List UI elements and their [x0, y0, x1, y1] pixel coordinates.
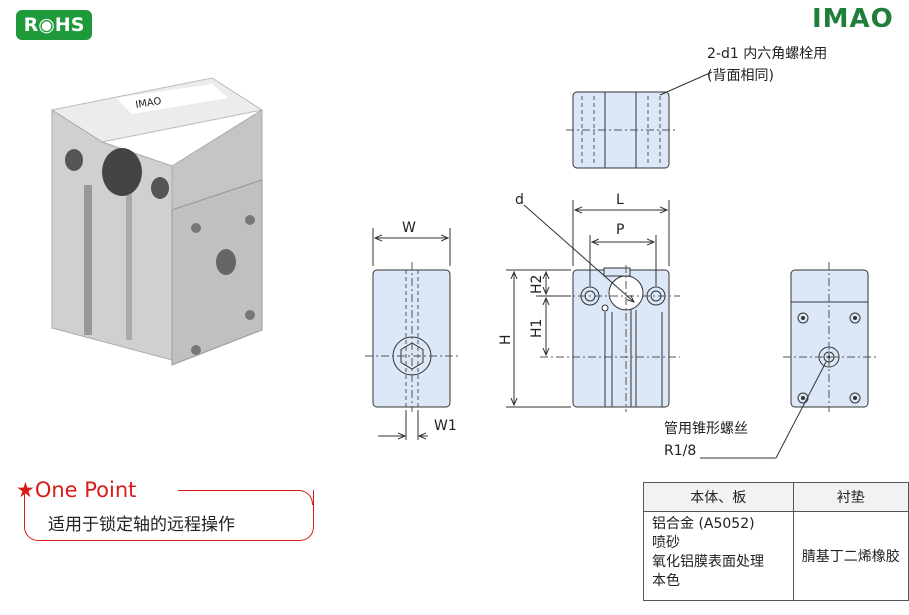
bolt-note: 2-d1 内六角螺栓用: [707, 46, 827, 62]
bolt-note-sub: (背面相同): [707, 68, 774, 84]
material-line: 氧化铝膜表面处理: [652, 554, 764, 570]
shaft-hole: [102, 148, 142, 196]
slot: [84, 185, 92, 335]
material-line: 铝合金 (A5052): [652, 516, 755, 532]
dim-H2: H2: [529, 275, 545, 294]
top-view: [566, 71, 713, 169]
one-point-frame: [24, 490, 314, 541]
one-point-title: ★One Point: [16, 478, 137, 502]
materials-table: 本体、板 衬垫 铝合金 (A5052) 喷砂 氧化铝膜表面处理 本色 腈基丁二烯…: [643, 482, 909, 601]
technical-drawing: 2-d1 内六角螺栓用 (背面相同) W W1: [365, 46, 876, 459]
product-label: IMAO: [135, 96, 163, 111]
one-point-frame-top: [178, 490, 313, 505]
dim-d: d: [515, 192, 524, 208]
front-view: [506, 200, 680, 412]
dim-W1: W1: [434, 418, 457, 434]
right-view: [700, 262, 876, 459]
thread-hole: [216, 249, 236, 275]
rohs-badge: R◉HS: [16, 10, 92, 40]
dim-L: L: [616, 192, 624, 208]
side-view: [365, 228, 458, 440]
thread-note-sub: R1/8: [664, 443, 696, 459]
dim-P: P: [616, 222, 624, 238]
pad-material: 腈基丁二烯橡胶: [792, 511, 909, 601]
header-body-plate: 本体、板: [643, 482, 794, 512]
dim-H1: H1: [529, 319, 545, 338]
dim-H: H: [498, 334, 514, 345]
bolt-hole: [151, 177, 169, 199]
product-photo: IMAO: [50, 77, 264, 366]
material-line: 本色: [652, 573, 680, 589]
one-point-text: 适用于锁定轴的远程操作: [48, 515, 235, 535]
brand-logo: IMAO: [812, 4, 894, 34]
bolt-hole: [65, 149, 83, 171]
header-pad: 衬垫: [792, 482, 909, 512]
material-line: 喷砂: [652, 535, 680, 551]
thread-note: 管用锥形螺丝: [664, 421, 748, 437]
dim-W: W: [402, 220, 416, 236]
body-material: 铝合金 (A5052) 喷砂 氧化铝膜表面处理 本色: [643, 511, 794, 601]
